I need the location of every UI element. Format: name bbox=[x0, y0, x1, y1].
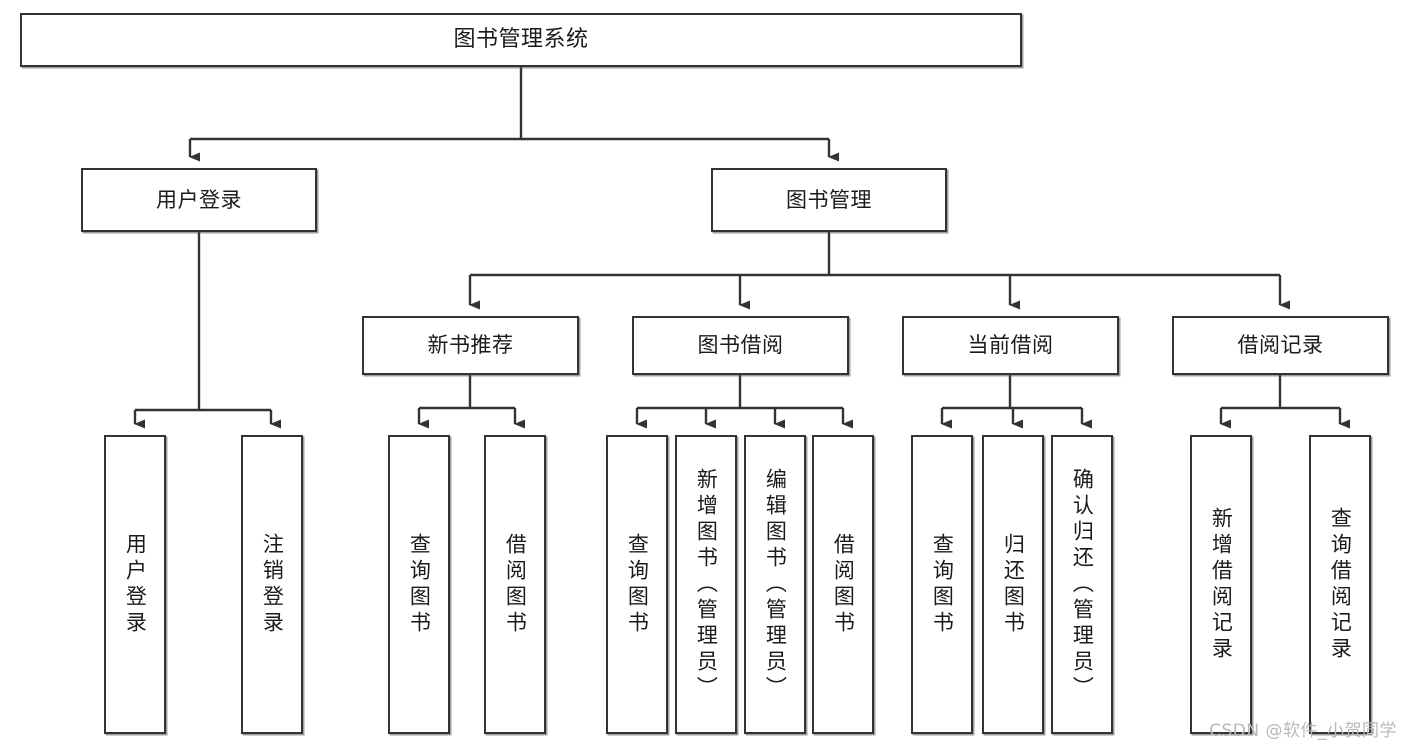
node-leaf-return-book[interactable]: 归还图书 bbox=[982, 435, 1044, 734]
node-borrow-record[interactable]: 借阅记录 bbox=[1172, 316, 1389, 375]
node-leaf-add-book[interactable]: 新增图书（管理员） bbox=[675, 435, 737, 734]
node-book-manage[interactable]: 图书管理 bbox=[711, 168, 947, 232]
node-leaf-user-login[interactable]: 用户登录 bbox=[104, 435, 166, 734]
node-leaf-edit-book[interactable]: 编辑图书（管理员） bbox=[744, 435, 806, 734]
node-leaf-add-book-label: 新增图书（管理员） bbox=[694, 467, 719, 702]
node-leaf-add-record-label: 新增借阅记录 bbox=[1209, 506, 1234, 663]
node-leaf-confirm-return-label: 确认归还（管理员） bbox=[1070, 467, 1095, 702]
node-leaf-borrow-book-2[interactable]: 借阅图书 bbox=[812, 435, 874, 734]
node-leaf-borrow-book-2-label: 借阅图书 bbox=[831, 532, 856, 637]
node-leaf-confirm-return[interactable]: 确认归还（管理员） bbox=[1051, 435, 1113, 734]
node-user-login-label: 用户登录 bbox=[156, 187, 242, 212]
node-leaf-query-record-label: 查询借阅记录 bbox=[1328, 506, 1353, 663]
node-leaf-query-book-1-label: 查询图书 bbox=[407, 532, 432, 637]
node-leaf-query-book-2-label: 查询图书 bbox=[625, 532, 650, 637]
node-leaf-query-book-1[interactable]: 查询图书 bbox=[388, 435, 450, 734]
node-new-book-recommend-label: 新书推荐 bbox=[427, 333, 514, 358]
node-root-label: 图书管理系统 bbox=[453, 27, 589, 53]
node-book-borrow-label: 图书借阅 bbox=[697, 333, 784, 358]
node-leaf-return-book-label: 归还图书 bbox=[1001, 532, 1026, 637]
node-user-login[interactable]: 用户登录 bbox=[81, 168, 317, 232]
node-new-book-recommend[interactable]: 新书推荐 bbox=[362, 316, 579, 375]
node-leaf-add-record[interactable]: 新增借阅记录 bbox=[1190, 435, 1252, 734]
node-current-borrow[interactable]: 当前借阅 bbox=[902, 316, 1119, 375]
node-leaf-logout[interactable]: 注销登录 bbox=[241, 435, 303, 734]
node-current-borrow-label: 当前借阅 bbox=[967, 333, 1054, 358]
node-leaf-borrow-book-1-label: 借阅图书 bbox=[503, 532, 528, 637]
node-leaf-logout-label: 注销登录 bbox=[260, 532, 285, 637]
node-book-borrow[interactable]: 图书借阅 bbox=[632, 316, 849, 375]
node-leaf-borrow-book-1[interactable]: 借阅图书 bbox=[484, 435, 546, 734]
node-leaf-query-record[interactable]: 查询借阅记录 bbox=[1309, 435, 1371, 734]
node-leaf-edit-book-label: 编辑图书（管理员） bbox=[763, 467, 788, 702]
node-root[interactable]: 图书管理系统 bbox=[20, 13, 1022, 67]
node-book-manage-label: 图书管理 bbox=[786, 187, 872, 212]
node-leaf-query-book-3-label: 查询图书 bbox=[930, 532, 955, 637]
csdn-watermark: CSDN @软件_小贺同学 bbox=[1209, 721, 1397, 741]
node-leaf-query-book-3[interactable]: 查询图书 bbox=[911, 435, 973, 734]
node-borrow-record-label: 借阅记录 bbox=[1237, 333, 1324, 358]
node-leaf-query-book-2[interactable]: 查询图书 bbox=[606, 435, 668, 734]
node-leaf-user-login-label: 用户登录 bbox=[123, 532, 148, 637]
